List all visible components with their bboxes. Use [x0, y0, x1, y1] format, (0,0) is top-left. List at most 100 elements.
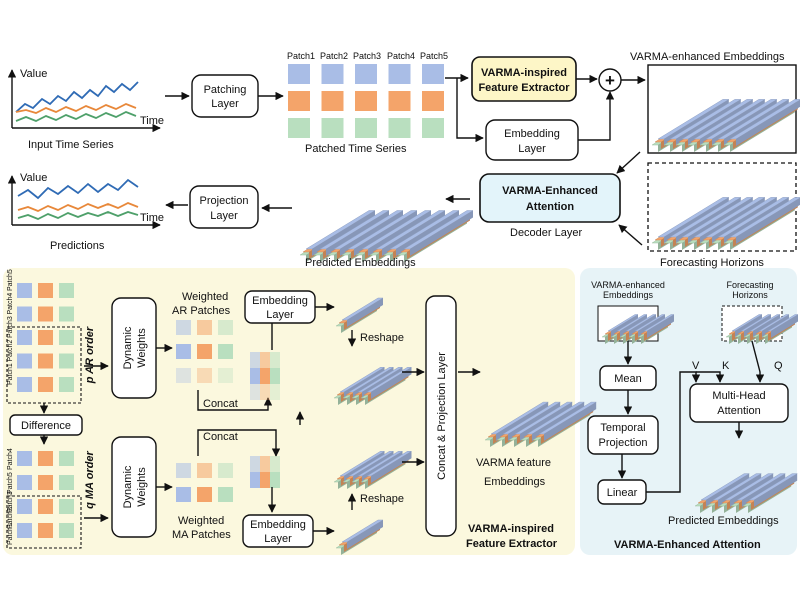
- ar-patch-label: Patch4: [7, 293, 14, 315]
- concat-cell: [260, 352, 270, 368]
- extractor-panel-title-1: VARMA-inspired: [468, 523, 554, 535]
- ma-order-label: q MA order: [84, 450, 96, 508]
- embedding-layer-box-ma: Embedding Layer: [242, 514, 314, 548]
- ar-cell: [38, 377, 53, 392]
- weighted-cell: [176, 344, 191, 359]
- enhanced-caption: VARMA-enhanced Embeddings: [630, 51, 785, 63]
- reshaped-ma-stack: [333, 451, 413, 489]
- ma-cell: [17, 499, 32, 514]
- concat-cell: [270, 472, 280, 488]
- patch-cell: [355, 64, 377, 84]
- forecasting-horizons-stack: [651, 197, 800, 250]
- feature-embeddings-label-1: VARMA feature: [476, 457, 551, 469]
- concat-cell: [270, 352, 280, 368]
- patch-cell: [422, 91, 444, 111]
- patch-label-4: Patch4: [387, 51, 415, 61]
- diag-slab-side: [347, 520, 383, 549]
- concatenated-ar-patches: [250, 352, 280, 400]
- ar-order-label: p AR order: [84, 326, 96, 384]
- attn-enhanced-label-1: VARMA-enhanced: [591, 280, 665, 290]
- weighted-cell: [176, 320, 191, 335]
- ma-patch-grid: [17, 451, 74, 538]
- dynamic-weights-ar: Dynamic Weights: [111, 297, 157, 399]
- svg-text:Projection: Projection: [599, 437, 648, 449]
- attention-panel-title: VARMA-Enhanced Attention: [614, 539, 761, 551]
- concat-label-ar: Concat: [203, 398, 238, 410]
- svg-text:Weights: Weights: [136, 467, 148, 507]
- svg-text:Dynamic: Dynamic: [122, 465, 134, 508]
- ma-patch-label: Patch2: [7, 507, 14, 529]
- weighted-ar-grid: [176, 320, 233, 383]
- attn-predicted-stack: [694, 473, 799, 513]
- weighted-cell: [197, 320, 212, 335]
- ar-patch-label: Patch2: [7, 340, 14, 362]
- weighted-cell: [197, 344, 212, 359]
- predicted-embeddings-stack: [299, 210, 474, 262]
- ma-cell: [17, 451, 32, 466]
- ma-cell: [17, 475, 32, 490]
- pred-series-green: [17, 211, 139, 220]
- ma-cell: [38, 451, 53, 466]
- extractor-panel-title-2: Feature Extractor: [466, 538, 558, 550]
- ar-cell: [59, 377, 74, 392]
- concat-cell: [250, 472, 260, 488]
- attn-predicted-label: Predicted Embeddings: [668, 515, 779, 527]
- ar-patch-label: Patch3: [7, 316, 14, 338]
- concat-cell: [250, 384, 260, 400]
- weighted-cell: [197, 487, 212, 502]
- reshape-label-ar: Reshape: [360, 332, 404, 344]
- diag-slab-side: [410, 210, 473, 256]
- ar-patch-label: Patch1: [7, 363, 14, 385]
- svg-text:Layer: Layer: [266, 309, 294, 321]
- attention-box-top: VARMA-Enhanced Attention: [479, 173, 621, 223]
- attn-horizons-label-2: Horizons: [732, 290, 768, 300]
- embedding-layer-box-top: Embedding Layer: [485, 119, 579, 161]
- patch-label-2: Patch2: [320, 51, 348, 61]
- ma-cell: [59, 451, 74, 466]
- horizons-caption: Forecasting Horizons: [660, 257, 764, 269]
- projection-layer-box: Projection Layer: [189, 185, 259, 229]
- patch-cell: [388, 91, 411, 111]
- patch-cell: [355, 118, 377, 138]
- pred-value-label: Value: [20, 172, 47, 184]
- ma-cell: [59, 475, 74, 490]
- weighted-cell: [176, 463, 191, 478]
- difference-box: Difference: [9, 414, 83, 436]
- diag-slab: [729, 197, 800, 238]
- svg-text:Layer: Layer: [210, 210, 238, 222]
- ar-embedding-small-stack: [335, 297, 384, 333]
- concat-cell: [250, 368, 260, 384]
- input-time-label: Time: [140, 115, 164, 127]
- concat-cell: [260, 456, 270, 472]
- concatenated-ma-patches: [250, 456, 280, 488]
- enhanced-embeddings-stack: [651, 99, 800, 152]
- svg-text:Multi-Head: Multi-Head: [712, 390, 765, 402]
- svg-text:Patching: Patching: [204, 84, 247, 96]
- ma-cell: [59, 499, 74, 514]
- multi-head-attention-box: Multi-Head Attention: [689, 383, 789, 423]
- svg-text:Attention: Attention: [717, 405, 760, 417]
- feature-embeddings-label-2: Embeddings: [484, 476, 546, 488]
- predicted-caption: Predicted Embeddings: [305, 257, 416, 269]
- concat-cell: [260, 368, 270, 384]
- svg-text:Embedding: Embedding: [250, 519, 306, 531]
- weighted-ar-label-2: AR Patches: [172, 305, 231, 317]
- v-label: V: [692, 360, 700, 372]
- input-series-orange: [15, 103, 137, 114]
- patch-cell: [422, 118, 444, 138]
- svg-text:Embedding: Embedding: [504, 128, 560, 140]
- patch-cell: [388, 118, 411, 138]
- weighted-ma-label-2: MA Patches: [172, 529, 231, 541]
- k-label: K: [722, 360, 730, 372]
- patch-cell: [321, 64, 344, 84]
- patch-cell: [321, 91, 344, 111]
- svg-text:Linear: Linear: [607, 487, 638, 499]
- weighted-cell: [197, 463, 212, 478]
- svg-text:Layer: Layer: [264, 533, 292, 545]
- patch-label-1: Patch1: [287, 51, 315, 61]
- svg-text:Layer: Layer: [211, 98, 239, 110]
- ma-patch-label: Patch3: [7, 491, 14, 513]
- ar-patch-label: Patch5: [7, 269, 14, 291]
